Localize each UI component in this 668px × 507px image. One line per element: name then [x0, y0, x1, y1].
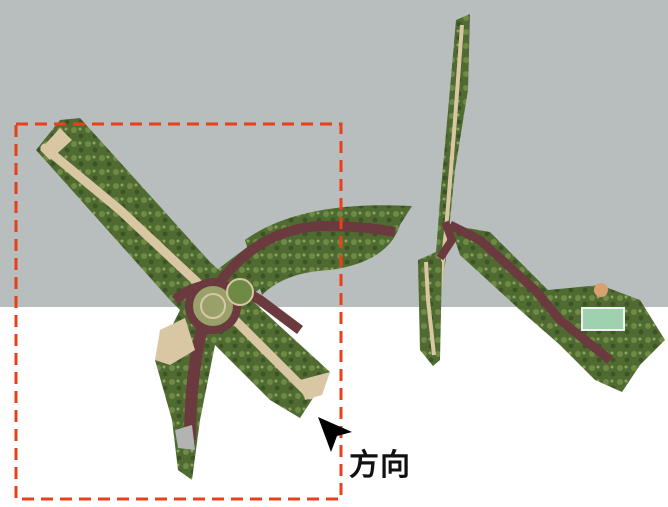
sand-area-southeast: [300, 372, 330, 400]
side-plaza: [226, 278, 254, 306]
curved-arm-path: [203, 220, 396, 303]
sports-court: [581, 307, 625, 331]
sand-area-west: [155, 318, 195, 365]
connector-path: [436, 220, 457, 261]
lower-strip-path: [424, 261, 436, 356]
left-park: [36, 118, 412, 480]
direction-arrow-icon: [318, 417, 352, 452]
right-park: [418, 14, 665, 392]
grey-plaza-south: [175, 425, 195, 450]
central-plaza-garden: [193, 286, 233, 326]
direction-label: 方向: [349, 448, 411, 483]
central-plaza-ring: [200, 293, 226, 319]
diagonal-arm-path: [40, 143, 315, 400]
east-arm-path: [447, 220, 613, 364]
sand-area-north: [40, 128, 72, 160]
selection-box: [14, 122, 343, 501]
playground: [594, 283, 608, 297]
